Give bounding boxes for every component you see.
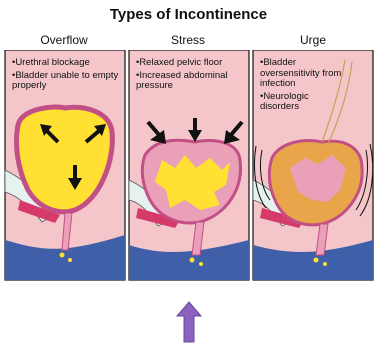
bullet-urge-1: •Bladder oversensitivity from infection <box>260 58 342 90</box>
bullet-urge-2: •Neurologic disorders <box>260 92 342 113</box>
panel-label-overflow: Overflow <box>4 33 124 47</box>
bullet-stress-2: •Increased abdominal pressure <box>136 71 246 92</box>
panel-label-urge: Urge <box>253 33 373 47</box>
bullets-urge: •Bladder oversensitivity from infection … <box>260 58 342 115</box>
bullet-overflow-1: •Urethral blockage <box>12 58 122 69</box>
up-arrow-icon <box>176 300 202 349</box>
panel-label-stress: Stress <box>128 33 248 47</box>
bullet-stress-1: •Relaxed pelvic floor <box>136 58 246 69</box>
bullets-stress: •Relaxed pelvic floor •Increased abdomin… <box>136 58 246 94</box>
bullets-overflow: •Urethral blockage •Bladder unable to em… <box>12 58 122 94</box>
diagram-title: Types of Incontinence <box>0 6 377 23</box>
bullet-overflow-2: •Bladder unable to empty properly <box>12 71 122 92</box>
